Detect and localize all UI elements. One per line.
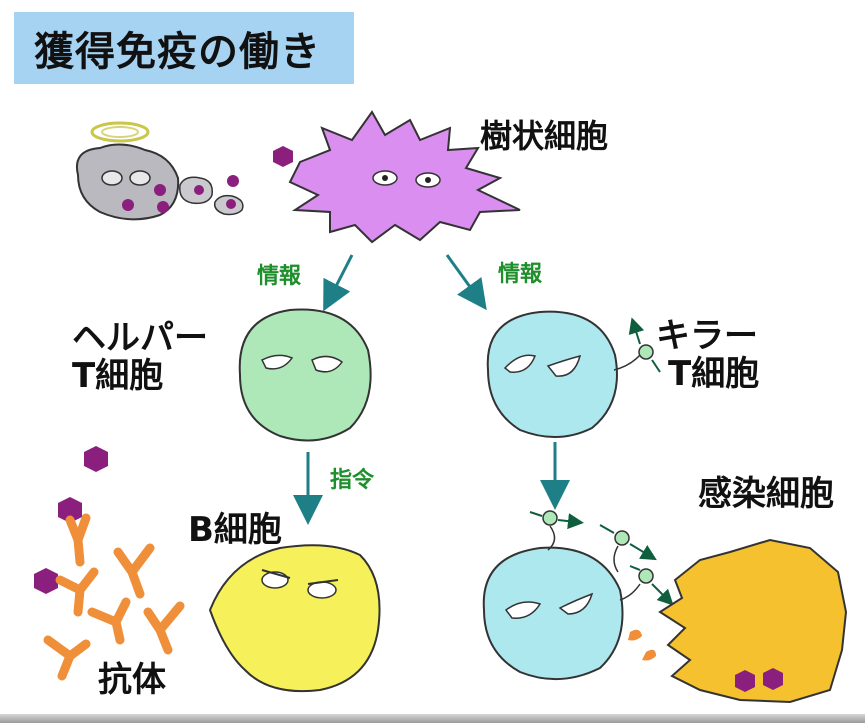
info-label-right: 情報	[498, 262, 543, 287]
arrow-to-helper	[323, 254, 354, 312]
helper-t-cell-label-line2: T細胞	[72, 356, 164, 396]
bottom-border	[0, 714, 865, 723]
virus-icon	[58, 497, 82, 523]
infected-cell-label: 感染細胞	[698, 474, 834, 514]
b-cell-icon	[208, 544, 381, 693]
killer-t-cell-icon	[486, 310, 661, 439]
dendritic-cell-icon	[288, 110, 521, 244]
antibody-icon	[43, 513, 185, 681]
arrow-to-killer	[445, 254, 487, 311]
dendritic-cell-label: 樹状細胞	[480, 117, 609, 155]
info-label-left: 情報	[257, 264, 302, 289]
dead-cell-icon	[76, 121, 244, 221]
virus-icon	[84, 446, 108, 472]
command-label: 指令	[330, 468, 375, 493]
infected-cell-icon	[628, 538, 848, 704]
diagram-title: 獲得免疫の働き	[14, 12, 354, 84]
killer-t-cell-label-line1: キラー	[656, 316, 758, 356]
attacking-killer-t-cell-icon	[482, 510, 674, 681]
antibody-label: 抗体	[98, 660, 166, 700]
virus-icon	[34, 568, 58, 594]
helper-t-cell-label-line1: ヘルパー	[72, 318, 208, 358]
b-cell-label: B細胞	[188, 510, 282, 550]
virus-icon	[273, 146, 293, 167]
helper-t-cell-icon	[238, 308, 372, 442]
killer-t-cell-label-line2: T細胞	[668, 354, 760, 394]
